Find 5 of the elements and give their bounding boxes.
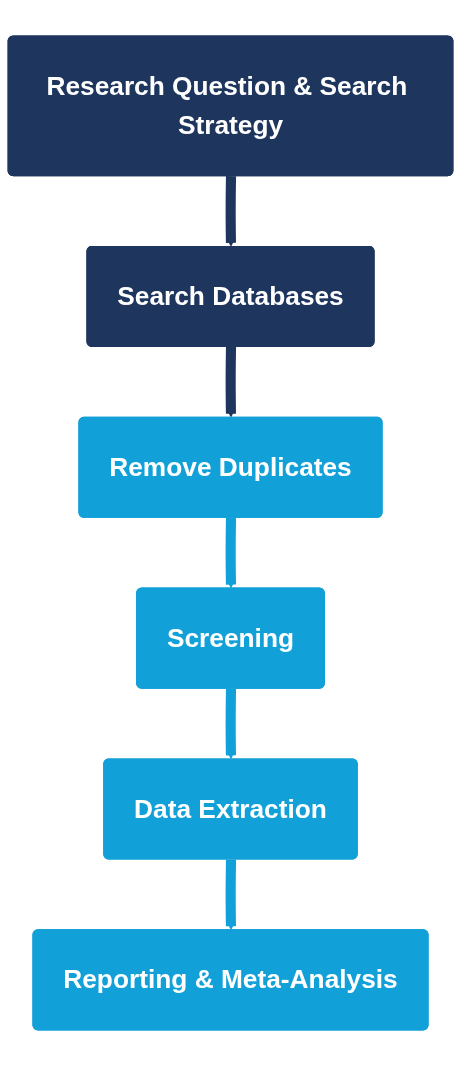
arrow	[225, 346, 237, 418]
arrow	[225, 859, 237, 931]
arrow	[225, 688, 237, 760]
arrow	[225, 176, 237, 247]
arrow	[225, 517, 237, 589]
